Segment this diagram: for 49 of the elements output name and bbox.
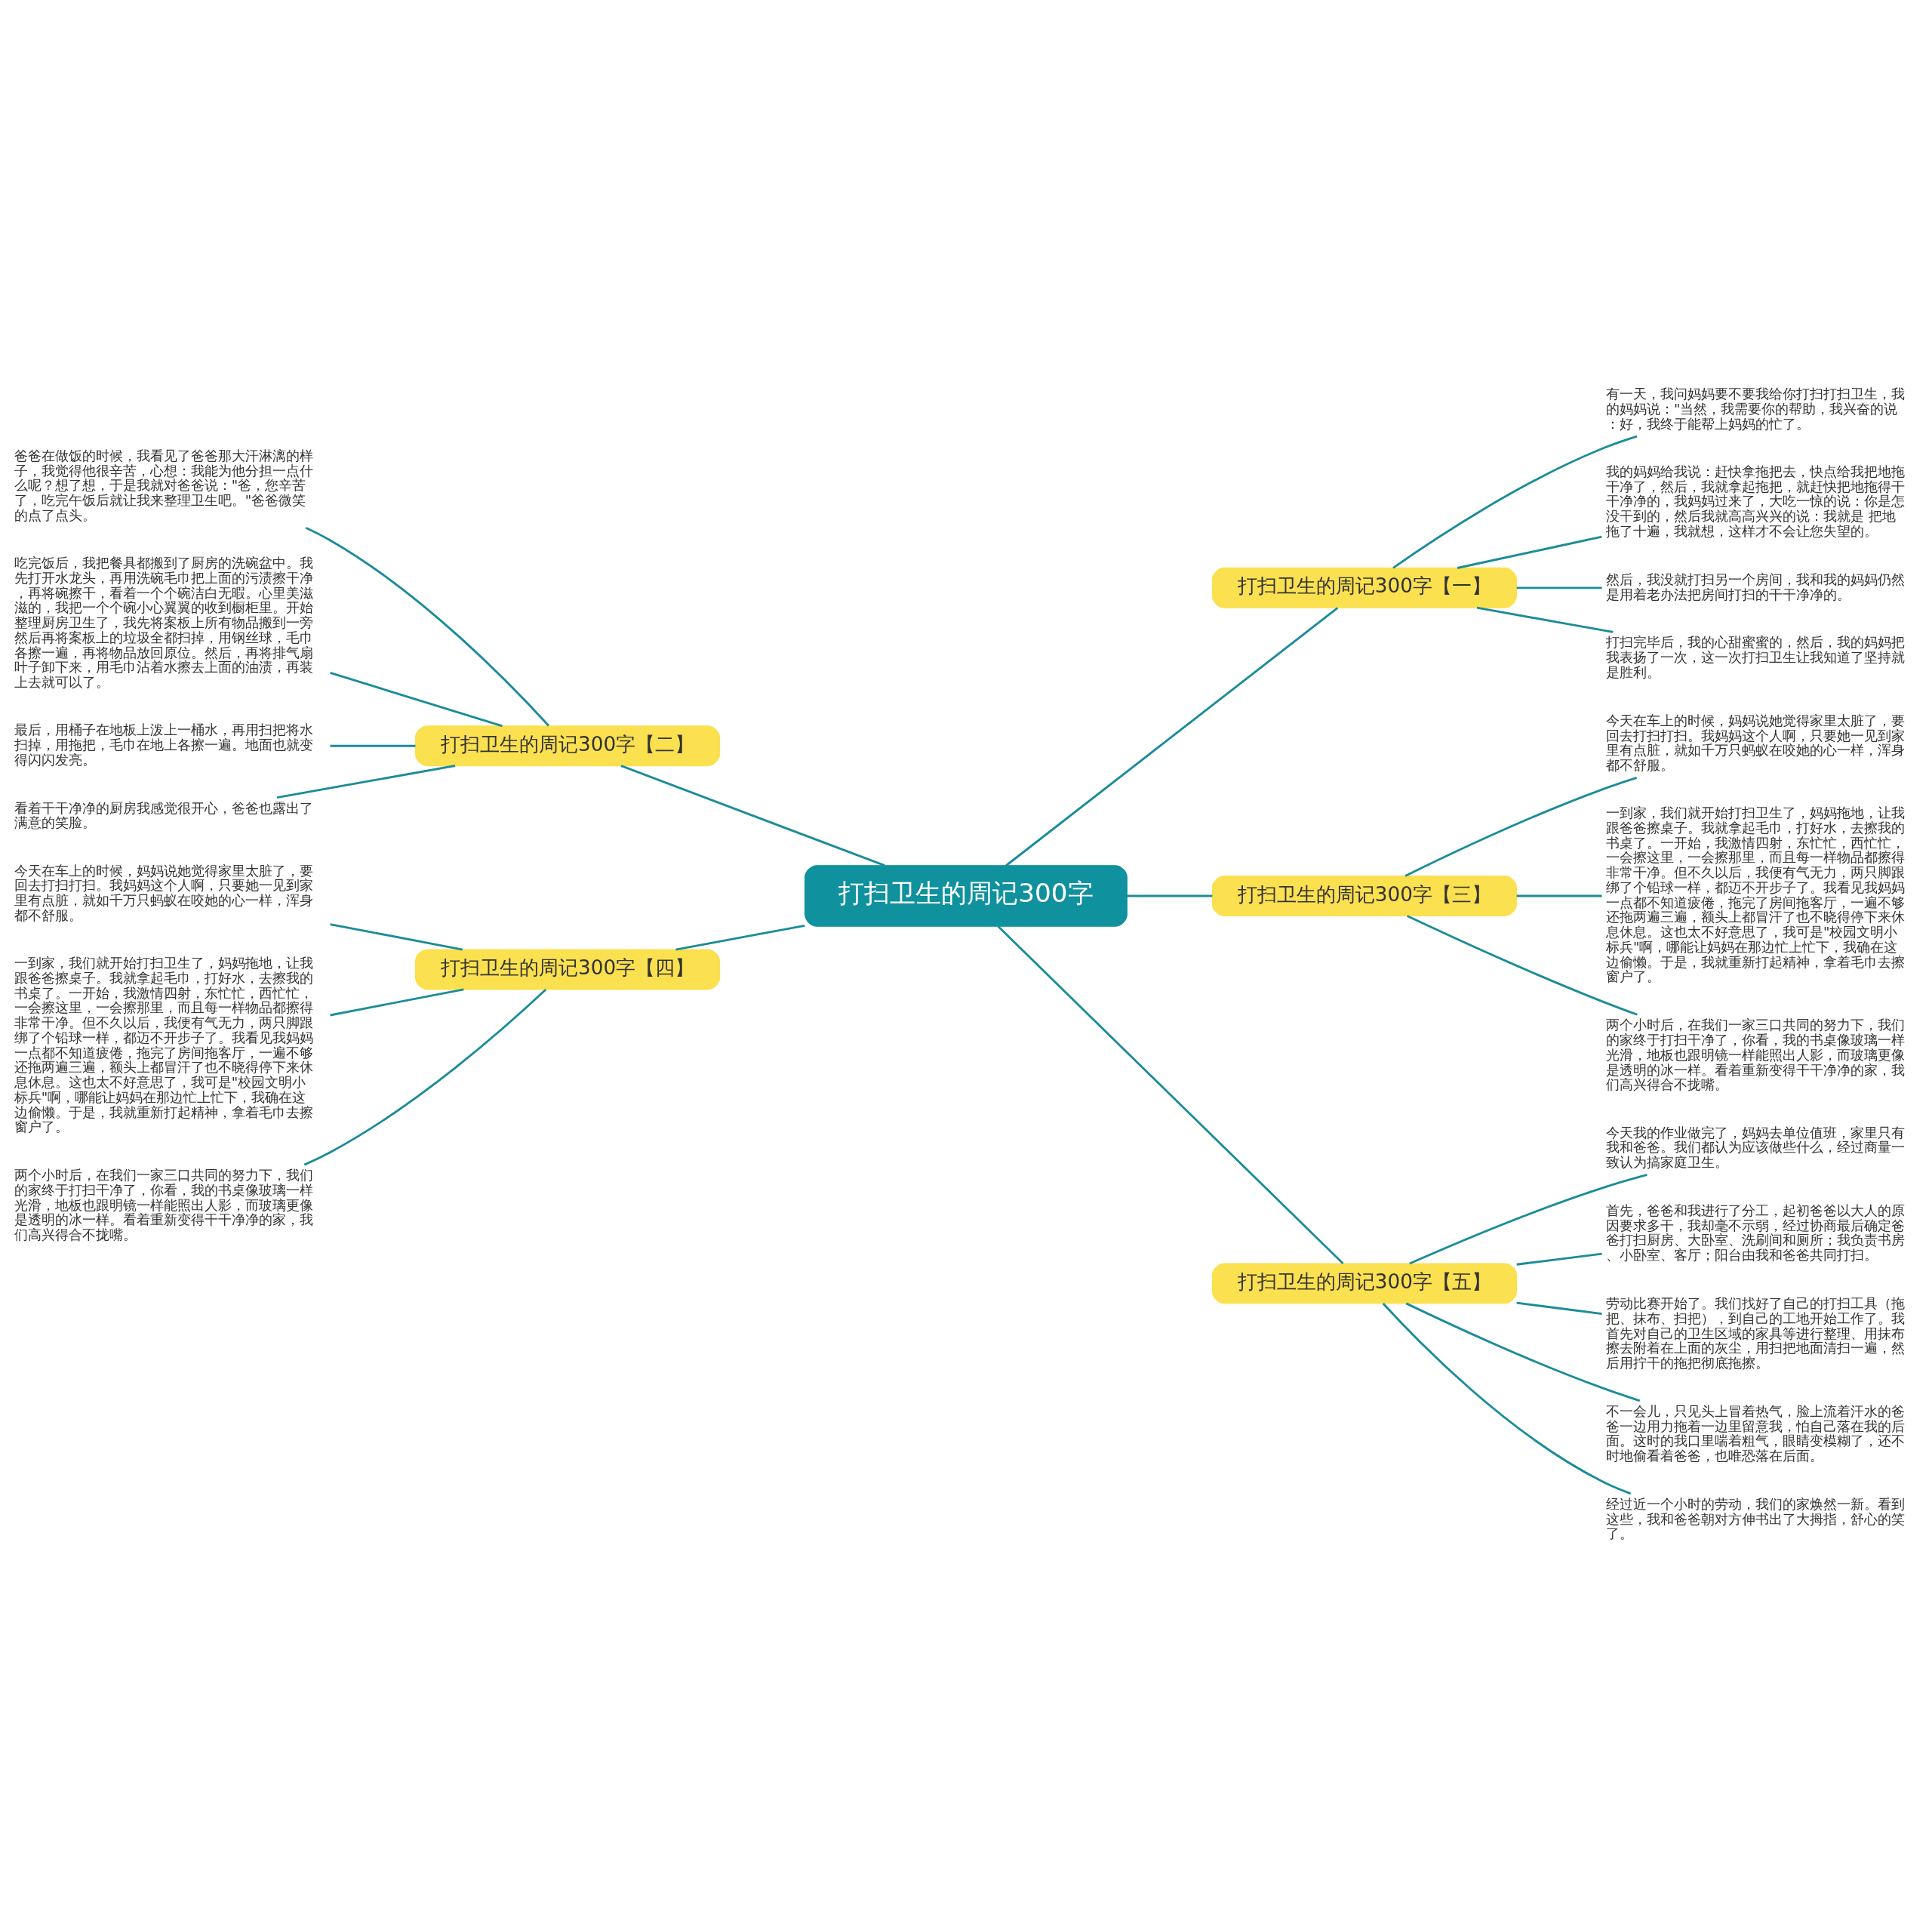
- node-text: 首先，爸爸和我进行了分工，起初爸爸以大人的原因要求多干，我却毫不示弱，经过协商最后确定爸爸打扫厨房、大卧室、洗刷间和厕所；我负责书房、小卧室、客厅；阳台由我和爸爸共同打扫。: [1605, 1202, 1905, 1264]
- node-text: 两个小时后，在我们一家三口共同的努力下，我们的家终于打扫干净了，你看，我的书桌像玻璃一样光滑，地板也跟明镜一样能照出人影，而玻璃更像是透明的冰一样。看着重新变得干干净净的家，我们高兴得合不拢嘴。: [14, 1167, 313, 1243]
- node-text: 打扫完毕后，我的心甜蜜蜜的，然后，我的妈妈把我表扬了一次，这一次打扫卫生让我知道了坚持就是胜利。: [1605, 634, 1905, 680]
- connector: [620, 765, 885, 867]
- node-text: 今天在车上的时候，妈妈说她觉得家里太脏了，要回去打扫打扫。我妈妈这个人啊，只要她一见到家里有点脏，就如千万只蚂蚁在咬她的心一样，浑身都不舒服。: [1605, 712, 1905, 774]
- node-text: 一到家，我们就开始打扫卫生了，妈妈拖地，让我跟爸爸擦桌子。我就拿起毛巾，打好水，去擦我的书桌了。一开始，我激情四射，东忙忙，西忙忙，一会擦这里，一会擦那里，而且每一样物品都擦得非常干净。但不久以后，我便有气无力，两只脚跟绑了个铅球一样，都迈不开步子了。我看见我妈妈一点都不知道疲倦，拖完了房间拖客厅，一遍不够还拖两遍三遍，额头上都冒汗了也不晓得停下来休息休息。这也太不好意思了，我可是"校园文明小标兵"啊，哪能让妈妈在那边忙上忙下，我确在这边偷懒。于是，我就重新打起精神，拿着毛巾去擦窗户了。: [1605, 805, 1905, 985]
- connector: [303, 988, 547, 1166]
- connector: [1516, 1252, 1602, 1266]
- connector: [997, 925, 1344, 1265]
- connector: [1405, 1302, 1641, 1402]
- connector: [1127, 894, 1213, 897]
- node-text: 两个小时后，在我们一家三口共同的努力下，我们的家终于打扫干净了，你看，我的书桌像玻璃一样光滑，地板也跟明镜一样能照出人影，而玻璃更像是透明的冰一样。看着重新变得干干净净的家，我们高兴得合不拢嘴。: [1605, 1017, 1905, 1093]
- connector: [330, 988, 464, 1017]
- connector: [1516, 1301, 1602, 1316]
- node-box: 打扫卫生的周记300字: [804, 865, 1128, 927]
- connector: [330, 744, 416, 747]
- node-box: 打扫卫生的周记300字【五】: [1211, 1263, 1518, 1304]
- node-text: 劳动比赛开始了。我们找好了自己的打扫工具（拖把、抹布、扫把），到自己的工地开始工作了。我首先对自己的卫生区域的家具等进行整理、用抹布擦去附着在上面的灰尘，用扫把地面清扫一遍，然后用拧干的拖把彻底拖擦。: [1605, 1295, 1905, 1371]
- node-text: 看着干干净净的厨房我感觉很开心，爸爸也露出了满意的笑脸。: [14, 799, 313, 831]
- node-text: 一到家，我们就开始打扫卫生了，妈妈拖地，让我跟爸爸擦桌子。我就拿起毛巾，打好水，去擦我的书桌了。一开始，我激情四射，东忙忙，西忙忙，一会擦这里，一会擦那里，而且每一样物品都擦得非常干净。但不久以后，我便有气无力，两只脚跟绑了个铅球一样，都迈不开步子了。我看见我妈妈一点都不知道疲倦，拖完了房间拖客厅，一遍不够还拖两遍三遍，额头上都冒汗了也不晓得停下来休息休息。这也太不好意思了，我可是"校园文明小标兵"啊，哪能让妈妈在那边忙上忙下，我确在这边偷懒。于是，我就重新打起精神，拿着毛巾去擦窗户了。: [14, 955, 313, 1135]
- connector: [330, 923, 463, 951]
- connector: [1409, 1174, 1647, 1265]
- connector: [1404, 777, 1638, 877]
- connector: [305, 526, 550, 727]
- connector: [1516, 894, 1602, 897]
- node-text: 吃完饭后，我把餐具都搬到了厨房的洗碗盆中。我先打开水龙头，再用洗碗毛巾把上面的污渍擦干净，再将碗擦干，看着一个个碗洁白无暇。心里美滋滋的，我把一个个碗小心翼翼的收到橱柜里。开始整理厨房卫生了，我先将案板上所有物品搬到一旁然后再将案板上的垃圾全都扫掉，用钢丝球，毛巾各擦一遍，再将物品放回原位。然后，再将排气扇叶子卸下来，用毛巾沾着水擦去上面的油渍，再装上去就可以了。: [14, 555, 313, 691]
- connector: [1382, 1303, 1632, 1495]
- connector: [1392, 435, 1638, 569]
- node-text: 然后，我没就打扫另一个房间，我和我的妈妈仍然是用着老办法把房间打扫的干干净净的。: [1605, 571, 1905, 602]
- connector: [1516, 586, 1602, 589]
- connector: [276, 765, 456, 799]
- connector: [675, 924, 805, 951]
- node-text: 最后，用桶子在地板上泼上一桶水，再用扫把将水扫掉，用拖把，毛巾在地上各擦一遍。地面也就变得闪闪发亮。: [14, 722, 313, 768]
- node-text: 有一天，我问妈妈要不要我给你打扫打扫卫生，我的妈妈说："当然，我需要你的帮助，我兴奋的说：好，我终于能帮上妈妈的忙了。: [1605, 386, 1905, 432]
- node-text: 今天我的作业做完了，妈妈去单位值班，家里只有我和爸爸。我们都认为应该做些什么，经过商量一致认为搞家庭卫生。: [1605, 1124, 1905, 1171]
- node-text: 经过近一个小时的劳动，我们的家焕然一新。看到这些，我和爸爸朝对方伸书出了大拇指，舒心的笑了。: [1605, 1495, 1905, 1542]
- connector: [330, 672, 503, 728]
- connector: [1457, 535, 1602, 569]
- node-box: 打扫卫生的周记300字【三】: [1211, 876, 1518, 916]
- node-box: 打扫卫生的周记300字【四】: [414, 949, 721, 990]
- node-text: 不一会儿，只见头上冒着热气，脸上流着汗水的爸爸一边用力拖着一边里留意我，怕自己落在我的后面。这时的我口里喘着粗气，眼睛变模糊了，还不时地偷看着爸爸，也唯恐落在后面。: [1605, 1402, 1905, 1464]
- connector: [1476, 606, 1614, 633]
- node-box: 打扫卫生的周记300字【二】: [414, 725, 721, 767]
- node-text: 我的妈妈给我说：赶快拿拖把去，快点给我把地拖干净了，然后，我就拿起拖把，就赶快把地拖得干干净净的，我妈妈过来了，大吃一惊的说：你是怎没干到的，然后我就高高兴兴的说：我就是 把地拖了十遍，我就想，这样才不会让您失望的。: [1605, 463, 1905, 539]
- node-box: 打扫卫生的周记300字【一】: [1211, 567, 1518, 608]
- node-text: 今天在车上的时候，妈妈说她觉得家里太脏了，要回去打扫打扫。我妈妈这个人啊，只要她一见到家里有点脏，就如千万只蚂蚁在咬她的心一样，浑身都不舒服。: [14, 862, 313, 923]
- node-text: 爸爸在做饭的时候，我看见了爸爸那大汗淋漓的样子，我觉得他很辛苦，心想：我能为他分担一点什么呢？想了想，于是我就对爸爸说："爸，您辛苦了，吃完午饭后就让我来整理卫生吧。"爸爸微笑的点了点头。: [14, 447, 313, 523]
- connector: [1407, 915, 1638, 1016]
- connector: [1005, 607, 1339, 866]
